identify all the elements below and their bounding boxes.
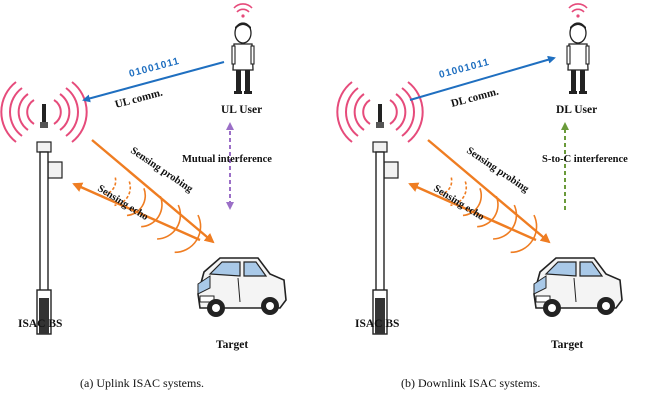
ul-comm-arrow [82, 61, 225, 103]
sensing-wave-icon [433, 166, 546, 260]
caption: (a) Uplink ISAC systems. [80, 376, 204, 390]
target-car-icon [533, 257, 623, 318]
panel-a: 01001011 UL comm. UL User Sensing probin… [0, 3, 287, 390]
base-station-tower-icon [0, 81, 88, 335]
comm-label: DL comm. [450, 86, 501, 110]
echo-label: Sensing echo [431, 183, 486, 223]
target-label: Target [551, 339, 583, 351]
probing-label: Sensing probing [128, 145, 195, 195]
user-label: DL User [556, 104, 597, 116]
target-car-icon [197, 257, 287, 318]
dl-comm-arrow [409, 55, 556, 101]
ul-user-icon [231, 3, 255, 95]
bs-label: ISAC BS [18, 318, 62, 330]
sensing-probing-arrow [91, 139, 215, 244]
bits-label: 01001011 [438, 57, 491, 81]
interference-label: S-to-C interference [542, 154, 628, 165]
interference-label: Mutual interference [182, 154, 272, 165]
base-station-tower-icon [336, 81, 424, 335]
caption: (b) Downlink ISAC systems. [401, 376, 540, 390]
user-label: UL User [221, 104, 262, 116]
bs-label: ISAC BS [355, 318, 399, 330]
sensing-probing-arrow [427, 139, 551, 244]
target-label: Target [216, 339, 248, 351]
echo-label: Sensing echo [95, 183, 150, 223]
sensing-wave-icon [97, 166, 210, 260]
dl-user-icon [566, 3, 590, 95]
panel-b: 01001011 DL comm. DL User Sensing probin… [336, 3, 628, 390]
probing-label: Sensing probing [464, 145, 531, 195]
